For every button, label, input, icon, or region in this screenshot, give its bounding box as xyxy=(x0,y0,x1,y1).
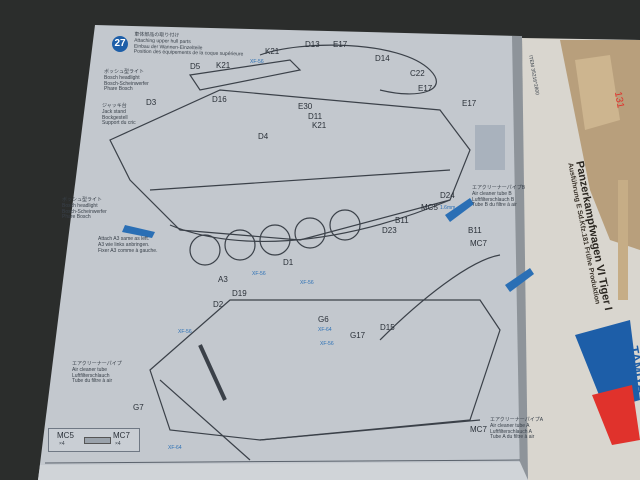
mc5-size: 1.6mm xyxy=(440,205,456,211)
part-label: MC7 xyxy=(470,239,487,248)
parts-box: MC5 ×4 MC7 ×4 xyxy=(48,428,140,452)
parts-box-right: MC7 xyxy=(113,431,130,440)
part-label: D2 xyxy=(213,300,224,309)
tamiya-logo-red xyxy=(592,385,640,445)
page-fold xyxy=(512,36,530,480)
part-label: D15 xyxy=(380,323,395,332)
part-label: D23 xyxy=(382,226,397,235)
part-label: D1 xyxy=(283,258,294,267)
tank-hull-lower xyxy=(149,254,501,461)
glue-brush-icon xyxy=(505,268,534,292)
paint-label: XF-56 xyxy=(252,271,266,277)
paint-label: XF-56 xyxy=(178,329,192,335)
part-label: MC5 xyxy=(421,203,438,212)
part-label: E30 xyxy=(298,102,313,111)
paint-label: XF-56 xyxy=(250,59,264,65)
paint-label: XF-64 xyxy=(168,445,182,451)
part-label: D3 xyxy=(146,98,157,107)
turret-number: 131 xyxy=(611,90,626,110)
part-label: E17 xyxy=(333,40,348,49)
part-label: D13 xyxy=(305,40,320,49)
part-label: D11 xyxy=(308,112,323,121)
paint-label: XF-56 xyxy=(320,341,334,347)
tank-turret xyxy=(575,55,620,130)
glue-brush-icon xyxy=(445,198,474,222)
part-label: G7 xyxy=(133,403,144,412)
part-label: D16 xyxy=(212,95,227,104)
part-label: D19 xyxy=(232,289,247,298)
part-label: B11 xyxy=(395,216,409,225)
parts-box-left: MC5 xyxy=(57,431,74,440)
tank-gun-barrel xyxy=(618,180,628,300)
note-a3: Attach A3 same as left.A3 wie links anbr… xyxy=(98,236,158,254)
lower-panel xyxy=(38,462,528,480)
part-label: D14 xyxy=(375,54,390,63)
part-label: E17 xyxy=(462,99,477,108)
part-label: K21 xyxy=(312,121,327,130)
glue-brush-icon xyxy=(122,225,155,238)
part-label: D4 xyxy=(258,132,269,141)
parts-box-left-qty: ×4 xyxy=(59,441,65,447)
part-label: G6 xyxy=(318,315,329,324)
step-number: 27 xyxy=(112,36,128,52)
paint-label: XF-56 xyxy=(300,280,314,286)
parts-box-right-qty: ×4 xyxy=(115,441,121,447)
part-label: C22 xyxy=(410,69,425,78)
tube-icon xyxy=(84,437,111,444)
detail-inset xyxy=(475,125,505,170)
part-label: G17 xyxy=(350,331,366,340)
part-label: K21 xyxy=(265,47,280,56)
part-label: E17 xyxy=(418,84,433,93)
part-label: K21 xyxy=(216,61,231,70)
step-title: 車体部品の取り付け Attaching upper hull parts Ein… xyxy=(134,32,244,59)
part-label: A3 xyxy=(218,275,228,284)
part-label: MC7 xyxy=(470,425,487,434)
tank-hull-upper xyxy=(109,44,471,266)
part-label: B11 xyxy=(468,226,482,235)
part-label: D5 xyxy=(190,62,201,71)
paint-label: XF-64 xyxy=(318,327,332,333)
part-label: D24 xyxy=(440,191,455,200)
